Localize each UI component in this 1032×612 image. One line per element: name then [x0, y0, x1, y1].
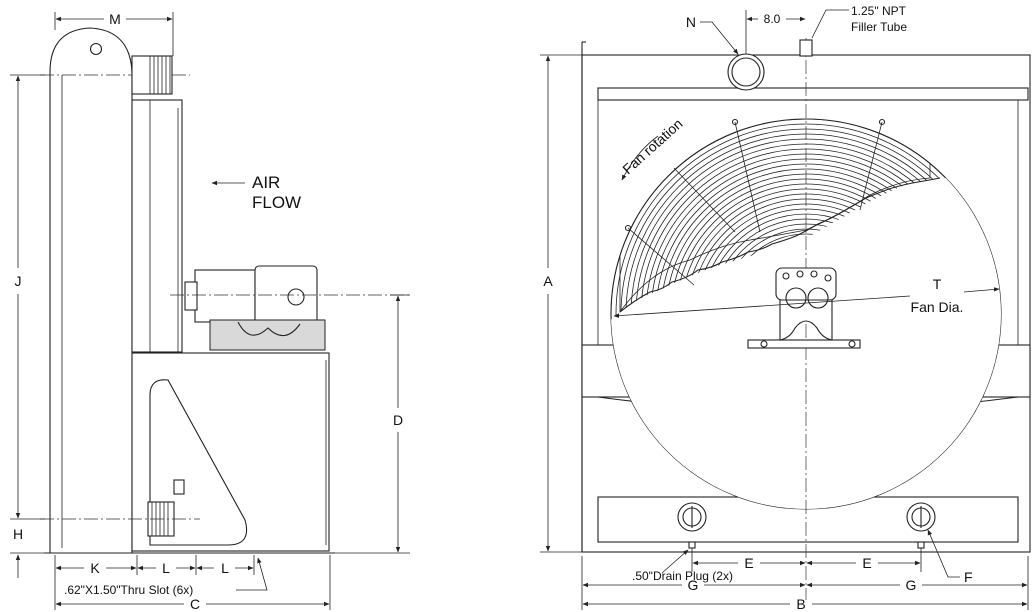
filler-leader: [811, 9, 849, 39]
motor-port: [287, 288, 305, 306]
motor-shaft: [184, 281, 198, 311]
dim-L1-label: L: [162, 560, 170, 576]
side-plug: [173, 479, 185, 495]
guard-spoke-1: [627, 227, 695, 286]
dim-B-label: B: [796, 596, 805, 612]
lifting-hole: [89, 42, 103, 56]
dim-K-label: K: [90, 560, 100, 576]
guard-wavy-edge: [619, 177, 941, 313]
fan-dia-label: Fan Dia.: [911, 299, 964, 315]
dim-T-label: T: [933, 276, 942, 292]
dim-L2-label: L: [221, 560, 229, 576]
drain-plug-left: [688, 541, 696, 549]
dim-J-label: J: [15, 273, 22, 289]
air-flow-line2: FLOW: [252, 193, 301, 212]
bracket-base: [747, 339, 861, 349]
slot-note: .62"X1.50"Thru Slot (6x): [64, 583, 193, 597]
fan-shroud: [131, 99, 183, 353]
motor-mount: [209, 319, 326, 351]
filler-line1: 1.25" NPT: [851, 4, 907, 18]
dim-G1-label: G: [688, 577, 699, 593]
drain-plug-right: [917, 541, 925, 549]
side-view: M J H D K L L .62"X1.50"Thru Slot (6x): [10, 11, 410, 612]
dim-N-label: N: [686, 14, 696, 30]
side-core: [49, 27, 133, 554]
top-pipe: [727, 53, 765, 91]
air-flow-line1: AIR: [252, 173, 280, 192]
dim-G2-label: G: [906, 577, 917, 593]
guard-spoke-2: [673, 167, 736, 233]
dim-E1-label: E: [744, 555, 753, 571]
filler-line2: Filler Tube: [851, 20, 907, 34]
front-view: N 1.25" NPT Filler Tube 8.0 Fan rotation…: [540, 4, 1031, 612]
rotation-arrow: [621, 135, 659, 181]
dim-8-label: 8.0: [764, 12, 781, 26]
dim-C-label: C: [190, 596, 200, 612]
guard-spoke-3: [734, 121, 761, 233]
mount-break-line: [237, 321, 301, 337]
filler-tube: [799, 39, 813, 57]
dim-D-label: D: [393, 412, 403, 428]
drain-note: .50"Drain Plug (2x): [632, 569, 733, 583]
upper-fitting: [131, 55, 173, 95]
guard-spoke-4: [859, 121, 883, 211]
dim-E2-label: E: [862, 555, 871, 571]
dim-A-label: A: [543, 273, 553, 289]
upper-fitting-threads: [149, 56, 171, 94]
top-rail: [597, 87, 1029, 101]
motor-head: [254, 265, 318, 329]
dim-M-label: M: [109, 11, 121, 27]
dim-F-label: F: [964, 569, 973, 585]
dim-H-label: H: [13, 526, 23, 542]
motor-body: [194, 269, 256, 323]
